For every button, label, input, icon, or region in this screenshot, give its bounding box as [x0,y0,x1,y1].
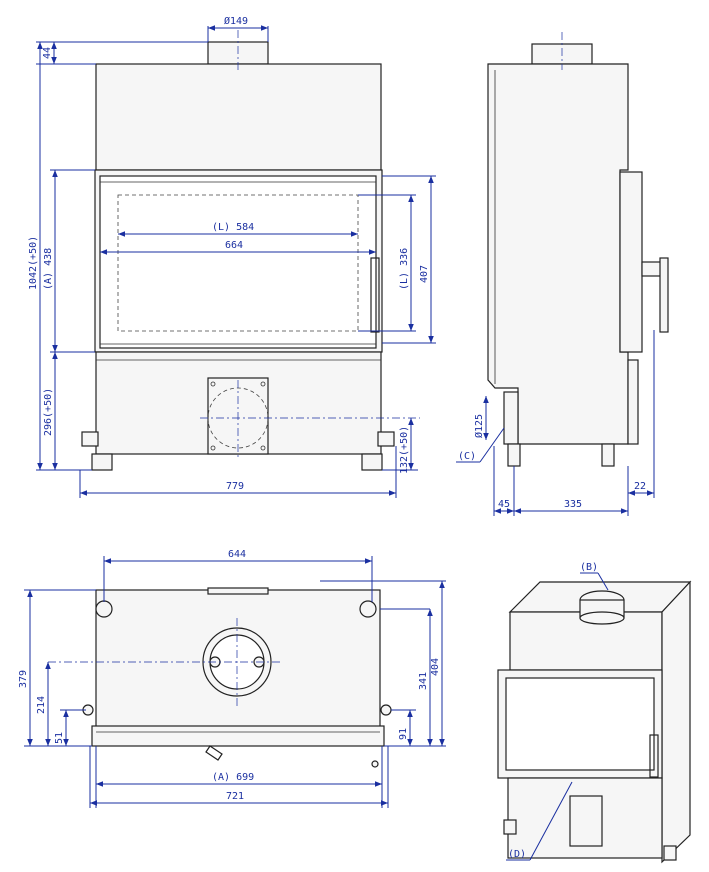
dim-width-total: 721 [226,791,244,802]
label-c-leader [479,427,505,463]
side-rear-part [627,359,639,445]
dim-depth: 335 [564,499,582,510]
dim-rear-offset: 22 [634,481,646,492]
iso-air-plate [569,795,603,847]
top-front-foot [380,704,392,716]
iso-flue-bottom [579,611,625,625]
side-air-inlet [503,391,519,445]
dim-flue-diameter: Ø149 [224,15,248,27]
side-front-foot [507,443,521,467]
label-d: (D) [508,849,526,860]
top-corner-foot [95,600,113,618]
dim-top-width: 644 [228,549,246,560]
side-handle [659,257,669,333]
iso-foot [663,845,677,861]
side-rear-foot [601,443,615,467]
dim-lower-height: 296(+50) [43,388,54,436]
front-upper-body [95,63,382,171]
dim-total-width: 779 [226,481,244,492]
dim-depth-right: 341 [418,672,429,690]
left-foot-bracket [81,431,99,447]
top-front-frame [91,725,385,747]
iso-view: (B) (D) [497,562,692,864]
right-foot-bracket [377,431,395,447]
left-foot [91,453,113,471]
door-glass [99,175,377,349]
dim-opening-height: 407 [419,265,430,283]
dim-opening-width: 664 [225,240,243,251]
dim-inlet-height: 132(+50) [399,426,410,474]
dim-right-small: 91 [398,728,409,740]
side-view: Ø125 (C) 45 335 22 [456,32,669,516]
dim-side-inlet-diameter: Ø125 [473,414,485,438]
iso-foot [503,819,517,835]
dim-glass-width: (L) 584 [212,222,254,233]
dim-width-a: (A) 699 [212,772,254,783]
dim-top-height: 44 [42,47,53,59]
plate-screw [260,381,266,387]
dim-glass-height: (L) 336 [399,248,410,290]
plate-screw [210,381,216,387]
top-handle-lever [205,745,223,761]
right-foot [361,453,383,471]
dim-front-depth: 51 [54,732,65,744]
side-door-profile [619,171,643,353]
side-body [487,63,629,445]
door-handle [370,257,380,333]
iso-side-face [661,580,691,864]
label-b: (B) [580,562,598,573]
dim-depth-mid: 214 [36,696,47,714]
front-view: Ø149 44 1042(+50) (A) 438 296(+50) (L) 5… [28,15,436,498]
iso-door-glass [505,677,655,771]
glass-visible-area [117,194,359,332]
dim-depth-right-total: 404 [430,658,441,676]
top-flue-lip [207,587,269,595]
plate-screw [260,445,266,451]
plate-screw [210,445,216,451]
dim-door-height: (A) 438 [43,248,54,290]
top-corner-foot [359,600,377,618]
dim-total-height: 1042(+50) [28,236,39,290]
side-handle-arm [641,261,663,277]
top-knob [371,760,379,768]
label-c: (C) [458,451,476,462]
label-d-leader [529,781,573,861]
dim-depth-total: 379 [18,670,29,688]
top-view: 644 379 214 51 341 404 91 (A) 699 721 [18,549,446,808]
dim-front-offset: 45 [498,499,510,510]
iso-handle [649,734,659,778]
label-b-leader [597,572,609,591]
